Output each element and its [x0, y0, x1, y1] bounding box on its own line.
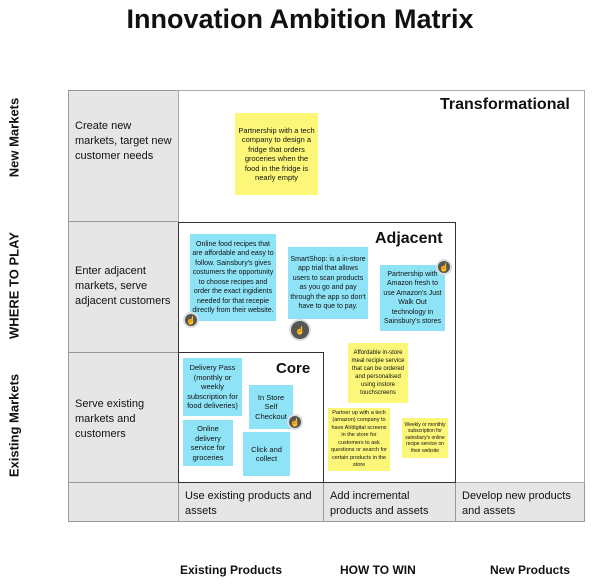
axis-existing-markets: Existing Markets	[6, 373, 22, 478]
axis-how-to-win: HOW TO WIN	[340, 563, 416, 577]
sticky-note[interactable]: In Store Self Checkout	[249, 385, 293, 429]
sticky-note[interactable]: Affordable in-store meal recipie service…	[348, 343, 408, 403]
sticky-note[interactable]: Partnership with Amazon fresh to use Ama…	[380, 265, 445, 331]
axis-new-products: New Products	[490, 563, 571, 577]
sticky-note[interactable]: Weekly or monthly subscription for sains…	[402, 418, 448, 458]
axis-where-to-play: WHERE TO PLAY	[6, 232, 22, 339]
page-title: Innovation Ambition Matrix	[126, 4, 474, 34]
core-zone	[178, 352, 324, 483]
hand-pointer-icon[interactable]: ☝	[436, 259, 452, 275]
corner-cell	[68, 482, 179, 522]
col-label-incremental: Add incremental products and assets	[323, 482, 456, 522]
sticky-note[interactable]: Partner up with a tech (amazon) company …	[328, 408, 390, 471]
hand-pointer-icon[interactable]: ☝	[183, 312, 199, 328]
row-label-new: Create new markets, target new customer …	[68, 90, 179, 222]
sticky-note[interactable]: Online food recipes that are affordable …	[190, 234, 276, 321]
sticky-note[interactable]: Partnership with a tech company to desig…	[235, 113, 318, 195]
axis-new-markets: New Markets	[6, 97, 22, 178]
zone-title-core: Core	[276, 360, 311, 377]
hand-pointer-icon[interactable]: ☝	[289, 319, 311, 341]
zone-title-adjacent: Adjacent	[375, 230, 443, 247]
col-label-existing: Use existing products and assets	[178, 482, 324, 522]
col-label-new: Develop new products and assets	[455, 482, 585, 522]
hand-pointer-icon[interactable]: ☝	[287, 414, 303, 430]
sticky-note[interactable]: Online delivery service for groceries	[183, 420, 233, 466]
sticky-note[interactable]: SmartShop: is a in-store app trial that …	[288, 247, 368, 319]
row-label-adjacent: Enter adjacent markets, serve adjacent c…	[68, 221, 179, 353]
sticky-note[interactable]: Delivery Pass (monthly or weekly subscri…	[183, 358, 242, 416]
zone-title-transformational: Transformational	[440, 96, 570, 113]
sticky-note[interactable]: Click and collect	[243, 432, 290, 476]
row-label-existing: Serve existing markets and customers	[68, 352, 179, 483]
axis-existing-products: Existing Products	[180, 563, 283, 577]
